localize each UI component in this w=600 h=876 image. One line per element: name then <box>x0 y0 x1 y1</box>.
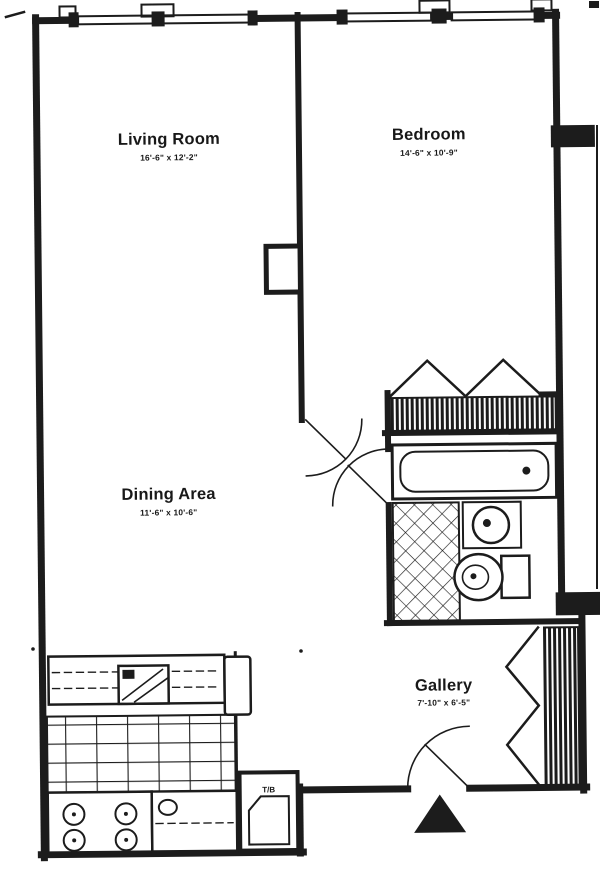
gallery-closet-bifold-door <box>504 625 542 788</box>
utility-closet: T/B <box>237 770 301 853</box>
toilet-bowl <box>453 552 504 602</box>
bathroom-sink <box>461 500 523 550</box>
gallery-dims: 7'-10" x 6'-5" <box>417 697 470 708</box>
gallery-closet <box>504 625 581 788</box>
kitchen-range <box>46 790 154 854</box>
kitchen <box>45 651 253 855</box>
ac-units <box>58 0 553 19</box>
living-room-dims: 16'-6" x 12'-2" <box>140 152 198 163</box>
utility-fixture <box>247 795 291 846</box>
bedroom-closet-shelving <box>388 395 557 433</box>
entry-door <box>406 725 471 790</box>
toilet-tank <box>499 554 531 600</box>
kitchen-side-counter <box>150 789 239 853</box>
living-room-label: Living Room <box>118 130 220 149</box>
interior-walls <box>294 11 585 627</box>
room-labels: Living Room 16'-6" x 12'-2" Bedroom 14'-… <box>118 125 473 708</box>
scan-artifacts <box>4 1 599 653</box>
structural-column-center <box>263 243 303 295</box>
structural-column-right-lower <box>555 591 600 616</box>
dining-area-label: Dining Area <box>121 485 216 504</box>
structural-column-right-upper <box>550 124 595 148</box>
bedroom-dims: 14'-6" x 10'-9" <box>400 147 458 158</box>
scan-corner-mark <box>4 10 26 19</box>
toilet <box>453 552 531 602</box>
bathtub <box>390 441 559 501</box>
burner <box>114 828 138 852</box>
kitchen-counter-grid <box>45 713 237 794</box>
bathroom <box>390 441 559 623</box>
burner <box>62 802 86 826</box>
utility-closet-label: T/B <box>262 785 275 794</box>
gallery-closet-shelving <box>542 626 581 787</box>
bedroom-label: Bedroom <box>392 125 466 144</box>
burner <box>114 802 138 826</box>
bedroom-closet <box>387 358 557 433</box>
doors <box>304 418 471 790</box>
bedroom-door <box>304 418 363 477</box>
entry-arrow <box>414 794 467 833</box>
refrigerator <box>223 655 253 717</box>
kitchen-sink-unit <box>117 664 171 706</box>
gallery-label: Gallery <box>415 676 473 695</box>
burner <box>62 828 86 852</box>
scan-speck <box>31 647 35 651</box>
scan-corner-blot <box>589 1 599 8</box>
bathroom-tile-floor <box>391 501 461 623</box>
tub-drain <box>522 466 531 475</box>
windows <box>58 0 553 28</box>
kitchen-sink-bowl <box>157 798 178 816</box>
bedroom-closet-bifold-door <box>387 358 544 399</box>
scan-speck <box>299 649 303 653</box>
dining-area-dims: 11'-6" x 10'-6" <box>140 507 197 518</box>
bathroom-door <box>331 448 390 507</box>
